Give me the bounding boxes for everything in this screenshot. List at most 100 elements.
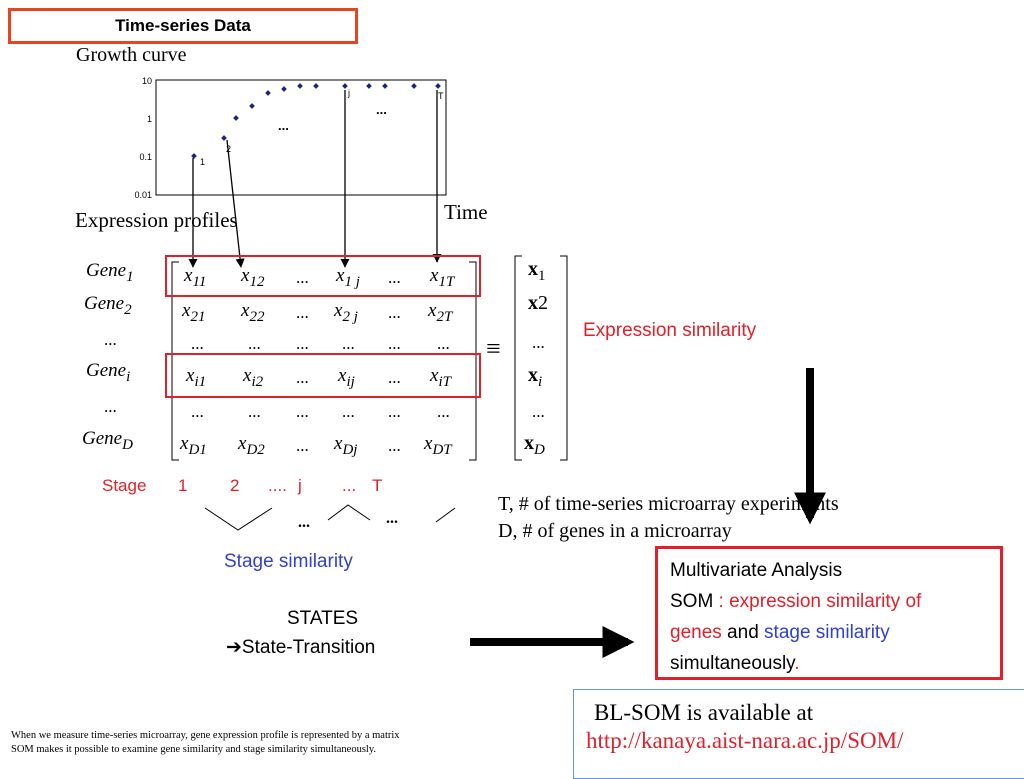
cell-rD-dots-b: ... xyxy=(388,436,401,455)
stage-dots-a: .... xyxy=(268,476,287,495)
cell-dots-r5c4: ... xyxy=(342,402,355,421)
time-label: Time xyxy=(444,200,488,224)
footer-note: When we measure time-series microarray, … xyxy=(11,729,400,757)
cell-ri-dots-b: ... xyxy=(388,368,401,387)
mv-line-3: genes and stage similarity xyxy=(670,622,890,643)
vector-x1: x1 xyxy=(528,258,546,284)
cell-dots-r3c1: ... xyxy=(191,334,204,353)
bl-som-link[interactable]: http://kanaya.aist-nara.ac.jp/SOM/ xyxy=(586,728,904,753)
gene-label-i: Genei xyxy=(86,360,131,385)
expression-similarity-label: Expression similarity xyxy=(583,320,757,341)
gene-label-1: Gene1 xyxy=(86,260,134,285)
title-box: Time-series Data xyxy=(8,8,358,44)
cell-xD2: xD2 xyxy=(238,433,265,458)
gene-label-2: Gene2 xyxy=(84,293,132,318)
states-label: STATES xyxy=(287,608,359,629)
stage-wave-1 xyxy=(204,507,273,531)
cell-xD1: xD1 xyxy=(180,433,207,458)
y-tick-1: 1 xyxy=(147,114,152,124)
stage-label: Stage xyxy=(102,476,147,495)
cell-x22: x22 xyxy=(241,300,265,325)
expression-profiles-label: Expression profiles xyxy=(75,208,238,232)
mv-line-1: Multivariate Analysis xyxy=(670,560,843,581)
stage-wave-ellipsis-2: ... xyxy=(386,510,398,527)
cell-dots-r3c5: ... xyxy=(388,334,401,353)
point-label-1: 1 xyxy=(200,157,205,167)
y-tick-10: 10 xyxy=(142,76,152,86)
gene1-row-highlight xyxy=(165,255,481,297)
footer-line-2: SOM makes it possible to examine gene si… xyxy=(11,744,377,755)
vector-bracket-left xyxy=(514,255,522,461)
cell-dots-r3c3: ... xyxy=(296,334,309,353)
vector-xD: xD xyxy=(524,432,545,458)
stage-wave-2 xyxy=(327,504,371,521)
cell-x21: x21 xyxy=(182,300,206,325)
chart-frame xyxy=(155,79,447,196)
cell-x2T: x2T xyxy=(428,300,453,325)
d-note: D, # of genes in a microarray xyxy=(498,520,732,542)
cell-xij: xij xyxy=(338,365,355,390)
matrix-bracket-right xyxy=(469,261,477,461)
gene-label-dots: ... xyxy=(104,330,117,349)
vector-dots-2: ... xyxy=(532,402,545,421)
mv-line-4: simultaneously. xyxy=(670,653,800,674)
vector-xi: xi xyxy=(528,364,543,390)
cell-r2-dots-b: ... xyxy=(388,303,401,322)
cell-xDj: xDj xyxy=(334,433,358,458)
cell-dots-r5c6: ... xyxy=(437,402,450,421)
cell-xDT: xDT xyxy=(424,433,452,458)
genei-row-highlight xyxy=(165,353,481,398)
equivalence-symbol: ≡ xyxy=(486,334,501,363)
cell-x12: x12 xyxy=(241,265,265,290)
state-transition-label: ➔State-Transition xyxy=(226,637,376,658)
cell-x11: x11 xyxy=(184,265,207,290)
point-label-T: T xyxy=(438,91,444,101)
stage-wave-ellipsis-1: ... xyxy=(298,514,310,531)
cell-rD-dots-a: ... xyxy=(296,436,309,455)
matrix-bracket-left xyxy=(171,261,179,461)
cell-dots-r5c2: ... xyxy=(248,402,261,421)
cell-dots-r3c6: ... xyxy=(437,334,450,353)
point-label-j: j xyxy=(347,88,350,98)
cell-x1T: x1T xyxy=(430,265,455,290)
growth-curve-chart: 10 1 0.1 0.01 1 2 j T ... ... xyxy=(134,76,447,200)
cell-dots-r5c1: ... xyxy=(191,402,204,421)
growth-curve-label: Growth curve xyxy=(76,44,187,66)
y-tick-0.01: 0.01 xyxy=(134,190,152,200)
stage-j: j xyxy=(298,476,302,495)
y-tick-0.1: 0.1 xyxy=(139,152,152,162)
stage-1: 1 xyxy=(178,476,188,495)
cell-dots-r5c3: ... xyxy=(296,402,309,421)
footer-line-1: When we measure time-series microarray, … xyxy=(11,730,400,741)
cell-dots-r3c4: ... xyxy=(342,334,355,353)
gene-label-D: GeneD xyxy=(82,428,133,453)
stage-similarity-label: Stage similarity xyxy=(224,551,353,572)
bl-som-box: BL-SOM is available at http://kanaya.ais… xyxy=(573,689,1024,779)
cell-dots-r5c5: ... xyxy=(388,402,401,421)
cell-r1-dots-b: ... xyxy=(388,268,401,287)
chart-ellipsis-2: ... xyxy=(376,102,387,117)
bl-som-text: BL-SOM is available at xyxy=(594,700,814,725)
stage-wave-3 xyxy=(435,507,456,523)
cell-ri-dots-a: ... xyxy=(296,368,309,387)
cell-dots-r3c2: ... xyxy=(248,334,261,353)
cell-x1j: x1 j xyxy=(336,265,360,290)
vector-bracket-right xyxy=(560,255,568,461)
t-note: T, # of time-series microarray experimen… xyxy=(498,493,839,515)
cell-xi2: xi2 xyxy=(243,365,264,390)
mv-line-2: SOM : expression similarity of xyxy=(670,591,922,612)
stage-T: T xyxy=(372,476,383,495)
cell-x2j: x2 j xyxy=(334,300,358,325)
multivariate-analysis-box: Multivariate Analysis SOM : expression s… xyxy=(655,546,1003,680)
chart-ellipsis-1: ... xyxy=(278,118,289,133)
arrow-point-2 xyxy=(226,139,245,268)
stage-dots-b: ... xyxy=(342,476,357,495)
title-text: Time-series Data xyxy=(115,16,251,35)
cell-xi1: xi1 xyxy=(186,365,207,390)
cell-xiT: xiT xyxy=(430,365,451,390)
stage-2: 2 xyxy=(230,476,240,495)
cell-r2-dots-a: ... xyxy=(296,303,309,322)
cell-r1-dots-a: ... xyxy=(296,268,309,287)
vector-x2: x2 xyxy=(528,292,548,314)
